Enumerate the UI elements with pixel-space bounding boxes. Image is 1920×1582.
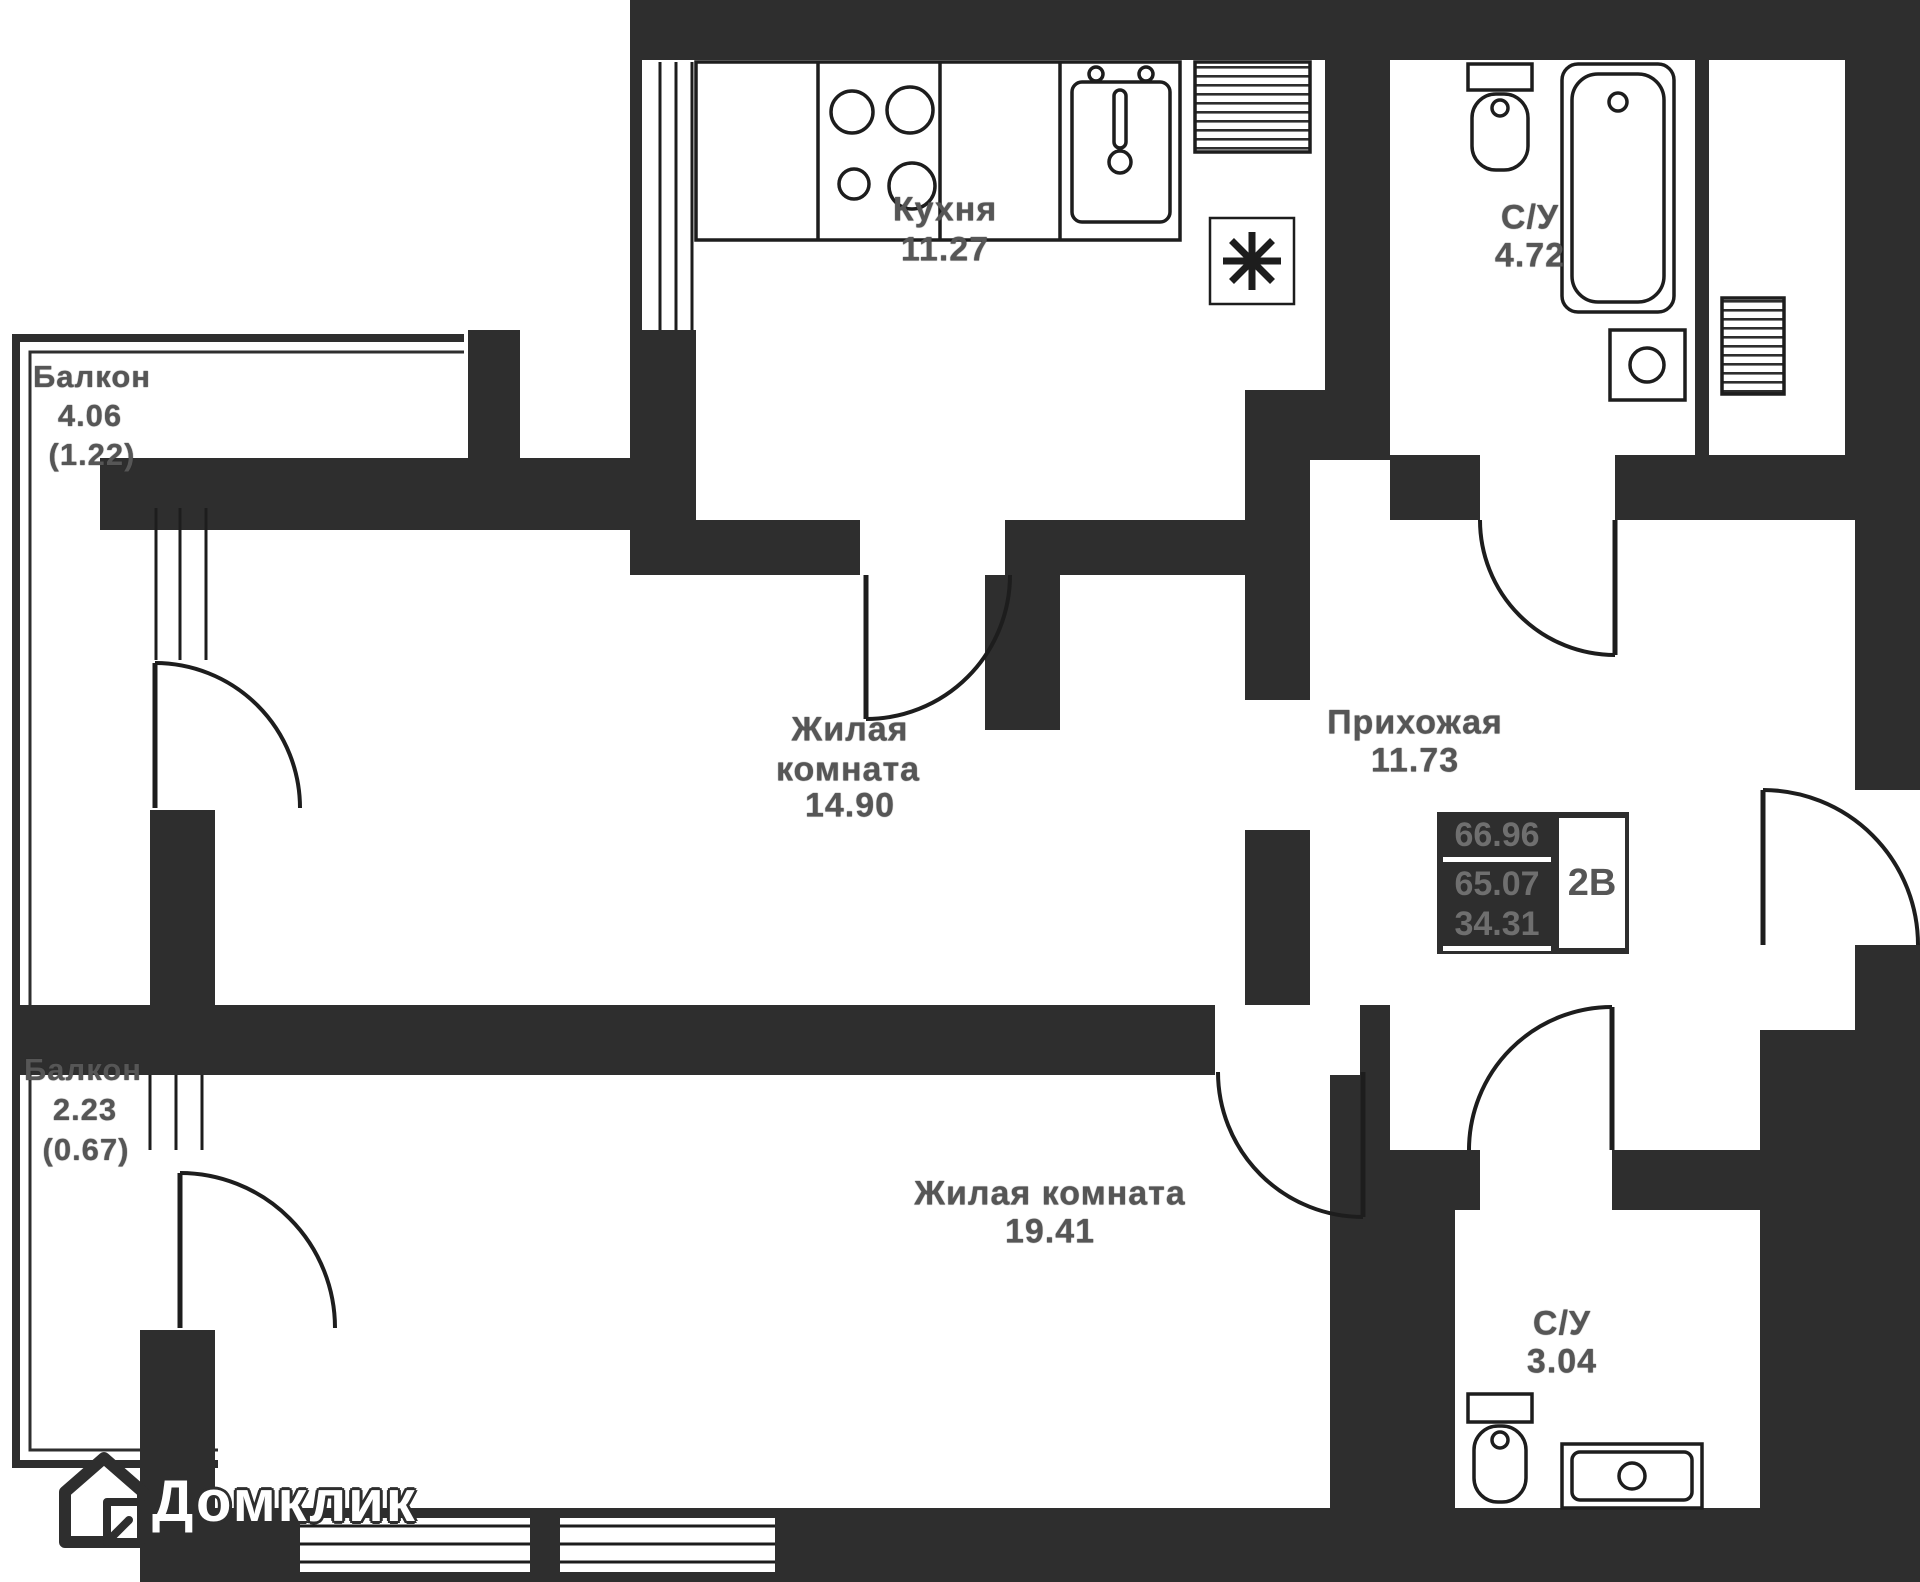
wall-bath2-top-left [1455,1150,1480,1210]
hallway-area: 11.73 [1370,741,1460,780]
balcony1-rail-outer [12,334,464,1005]
summary-divider-top [1443,857,1551,862]
wall-living-divider [12,1005,1215,1075]
wall-bath1-right-line [1695,60,1709,455]
kitchen-area: 11.27 [900,230,990,269]
bathroom-top-area: 4.72 [1494,236,1566,275]
kitchen-sink-icon [1070,65,1172,224]
layout-code: 2В [1559,818,1625,948]
hallway-name: Прихожая [1327,703,1503,742]
bathroom-bottom-area: 3.04 [1526,1342,1598,1381]
fridge-hatch [1193,60,1312,154]
windows-layer [148,62,775,1572]
wall-right-bottom-block [1760,1030,1920,1508]
window-living1-balcony [154,508,208,660]
wall-right-mid [1855,460,1920,790]
bathroom-bottom-name: С/У [1532,1304,1592,1343]
brand-wordmark: Домклик [152,1469,417,1534]
wall-bath2-top-right [1612,1150,1760,1210]
wall-kitchen-bottom-left [645,520,860,575]
wall-divider-stub [1360,1005,1390,1075]
wall-bath1-bottom-right [1615,455,1855,520]
brand-house-icon [59,1452,149,1548]
balcony1-rail-inner [28,350,464,1005]
door-balcony2 [177,1171,337,1329]
balcony-top-area: 4.06 [57,398,123,433]
stove-icon [829,85,937,211]
wall-living2-right [1330,1075,1390,1508]
area-without-balconies: 65.07 [1454,865,1540,903]
wall-balcony1-b [150,810,215,1005]
washing-machine-icon [1608,328,1687,402]
balcony-bottom-name: Балкон [24,1052,142,1087]
bathroom-sink-icon [1560,1442,1704,1510]
duct-hatch [1720,296,1786,396]
living2-area: 19.41 [1004,1212,1096,1251]
door-kitchen [863,574,1012,721]
kitchen-name: Кухня [892,190,998,229]
ventilation-star-icon [1208,216,1296,306]
bathroom-top-name: С/У [1500,198,1560,237]
window-bottom-2 [560,1518,775,1572]
door-entrance [1760,788,1920,946]
living1-area: 14.90 [804,786,896,825]
wall-kitchen-right [1325,60,1390,390]
summary-divider-bottom [1443,946,1551,951]
wall-balcony2-a [140,1330,215,1455]
wall-kitchen-step [1310,390,1390,460]
balcony-bottom-area: 2.23 [52,1092,118,1127]
living1-name-line2: комната [775,750,921,789]
door-bathroom-top [1478,519,1618,657]
toilet-bottom-icon [1466,1392,1534,1504]
wall-step-block [985,575,1060,730]
wall-hall-west-upper [1245,390,1310,700]
area-summary-numbers: 66.96 65.07 34.31 [1437,812,1557,954]
wall-pillar-left [468,330,520,460]
wall-right-top [1845,0,1920,460]
balcony2-rail-inner [28,1032,218,1452]
living2-name: Жилая комната [914,1174,1186,1213]
door-balcony1 [152,661,302,809]
balcony-bottom-area-coef: (0.67) [42,1132,130,1167]
window-living2-balcony [148,1075,204,1150]
fixtures-layer [694,60,1786,1510]
door-living2 [1216,1071,1366,1219]
doors-layer [152,519,1920,1329]
balcony-top-name: Балкон [33,359,151,394]
total-area: 66.96 [1454,816,1540,854]
wall-kitchen-left-line [630,60,642,332]
wall-bath1-bottom-left [1390,455,1480,520]
wall-balcony1-a [150,458,215,508]
bathtub-icon [1560,62,1676,314]
balcony-top-area-coef: (1.22) [48,437,136,472]
window-bottom-1 [300,1518,530,1572]
window-kitchen-left [658,62,694,330]
balcony2-rail-outer [12,1032,218,1468]
wall-top [630,0,1920,60]
wall-kitchen-bottom-right [1005,520,1245,575]
toilet-top-icon [1466,62,1534,172]
living1-name-line1: Жилая [791,710,909,749]
area-summary: 66.96 65.07 34.31 2В [1437,812,1629,954]
wall-bath2-left [1390,1150,1455,1508]
balcony-rails-layer [12,334,464,1468]
wall-hall-west-lower [1245,830,1310,1005]
living-area: 34.31 [1454,905,1540,943]
door-bathroom-bottom [1467,1005,1615,1151]
wall-right-below-door [1855,945,1920,1030]
